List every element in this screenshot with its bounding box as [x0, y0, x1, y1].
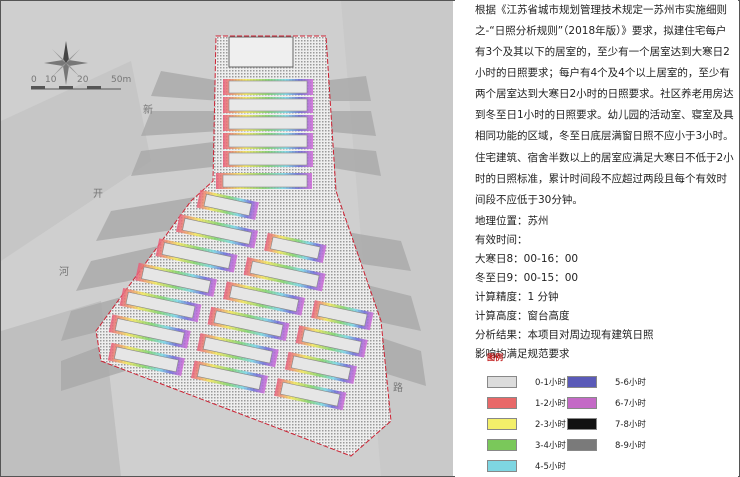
result-line-1: 分析结果：本项目对周边现有建筑日照	[475, 329, 654, 341]
road-label-he: 河	[59, 267, 69, 278]
analysis-notes-panel: 根据《江苏省城市规划管理技术规定一苏州市实施细则之-“日照分析规则”（2018年…	[455, 0, 738, 477]
legend-label: 3-4小时	[535, 441, 566, 451]
legend-item-5-6: 5-6小时	[567, 376, 646, 388]
result-line-2: 影响均满足规范要求	[475, 348, 570, 360]
scale-label-0: 0	[31, 75, 37, 85]
height-line: 计算高度：窗台高度	[475, 310, 570, 322]
legend-swatch	[567, 418, 597, 430]
legend-item-7-8: 7-8小时	[567, 418, 646, 430]
winter-solstice-line: 冬至日9：00-15：00	[475, 272, 579, 284]
analysis-parameters: 地理位置：苏州 有效时间： 大寒日8：00-16：00 冬至日9：00-15：0…	[475, 212, 654, 364]
legend-swatch	[567, 439, 597, 451]
scale-label-50: 50m	[111, 75, 132, 85]
legend-swatch	[567, 397, 597, 409]
legend-swatch	[567, 376, 597, 388]
road-label-xin: 新	[143, 105, 153, 116]
legend-item-0-1: 0-1小时	[487, 376, 566, 388]
site-plan-svg	[1, 1, 453, 476]
legend-item-4-5: 4-5小时	[487, 460, 566, 472]
upper-buildings	[216, 79, 313, 189]
valid-time-heading: 有效时间：	[475, 234, 528, 246]
legend-swatch	[487, 439, 517, 451]
legend-label: 6-7小时	[615, 399, 646, 409]
legend-item-8-9: 8-9小时	[567, 439, 646, 451]
scale-label-10: 10	[45, 75, 57, 85]
lower-buildings	[107, 189, 374, 411]
legend-label: 8-9小时	[615, 441, 646, 451]
legend-label: 1-2小时	[535, 399, 566, 409]
scale-bar	[31, 86, 121, 90]
legend-item-2-3: 2-3小时	[487, 418, 566, 430]
regulation-paragraph-2: 住宅建筑、宿舍半数以上的居室应满足大寒日不低于2小时的日照标准，累计时间段不应超…	[475, 152, 734, 206]
sunlight-analysis-map: 0 10 20 50m 新 开 河 路	[1, 1, 453, 476]
legend-label: 2-3小时	[535, 420, 566, 430]
legend-swatch	[487, 376, 517, 388]
legend-label: 0-1小时	[535, 378, 566, 388]
legend-title: 图例	[487, 353, 503, 362]
legend-item-6-7: 6-7小时	[567, 397, 646, 409]
precision-line: 计算精度：1 分钟	[475, 291, 559, 303]
top-building	[228, 36, 294, 68]
legend-item-1-2: 1-2小时	[487, 397, 566, 409]
legend-swatch	[487, 397, 517, 409]
legend-label: 4-5小时	[535, 462, 566, 472]
regulation-paragraph-1: 根据《江苏省城市规划管理技术规定一苏州市实施细则之-“日照分析规则”（2018年…	[475, 4, 734, 142]
major-cold-line: 大寒日8：00-16：00	[475, 253, 579, 265]
legend-item-3-4: 3-4小时	[487, 439, 566, 451]
road-label-kai: 开	[93, 189, 103, 200]
legend-label: 7-8小时	[615, 420, 646, 430]
legend-label: 5-6小时	[615, 378, 646, 388]
legend-swatch	[487, 418, 517, 430]
location-line: 地理位置：苏州	[475, 215, 549, 227]
road-label-lu: 路	[393, 383, 403, 394]
legend-swatch	[487, 460, 517, 472]
scale-label-20: 20	[77, 75, 89, 85]
north-compass-icon	[44, 41, 88, 85]
